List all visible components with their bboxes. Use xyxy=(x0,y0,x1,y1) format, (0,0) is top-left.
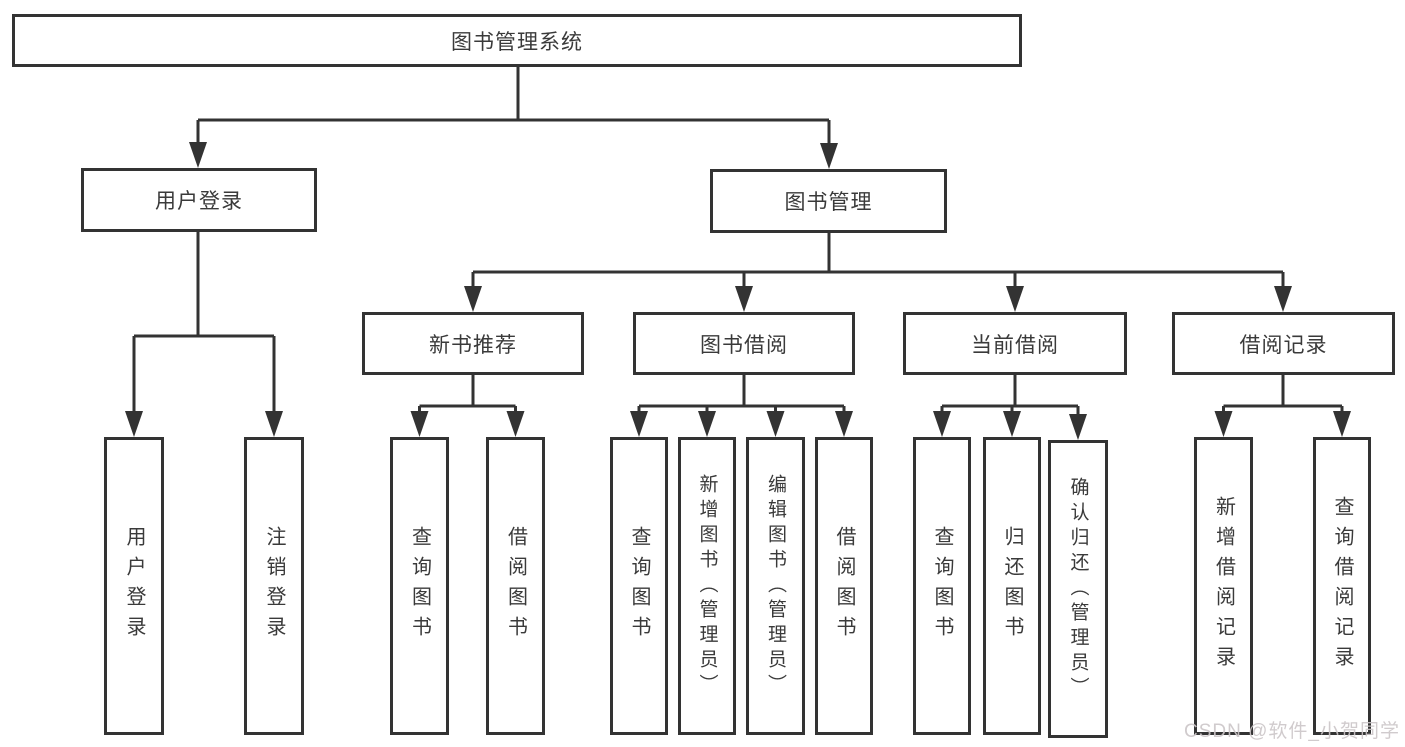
node-leaf-query-borrow-record-label: 查询借阅记录 xyxy=(1331,496,1353,676)
node-user-login-label: 用户登录 xyxy=(155,190,243,213)
node-current-borrow-label: 当前借阅 xyxy=(971,333,1059,357)
node-leaf-borrow-books-recommend-label: 借阅图书 xyxy=(504,526,527,646)
node-leaf-add-borrow-record: 新增借阅记录 xyxy=(1194,437,1253,735)
node-leaf-edit-book-admin-label: 编辑图书（管理员） xyxy=(765,473,786,699)
node-leaf-query-books-recommend-label: 查询图书 xyxy=(408,526,431,646)
node-leaf-edit-book-admin: 编辑图书（管理员） xyxy=(746,437,805,735)
watermark: CSDN @软件_小贺同学 xyxy=(1184,721,1400,742)
node-borrow-records-label: 借阅记录 xyxy=(1239,333,1328,357)
node-leaf-return-book-label: 归还图书 xyxy=(1001,526,1023,646)
node-book-management: 图书管理 xyxy=(710,169,947,233)
node-leaf-confirm-return-admin-label: 确认归还（管理员） xyxy=(1067,476,1089,702)
node-leaf-add-book-admin: 新增图书（管理员） xyxy=(678,437,736,735)
node-leaf-return-book: 归还图书 xyxy=(983,437,1041,735)
node-leaf-query-books-current-label: 查询图书 xyxy=(931,526,953,646)
node-leaf-logout: 注销登录 xyxy=(244,437,304,735)
node-leaf-confirm-return-admin: 确认归还（管理员） xyxy=(1048,440,1108,738)
node-leaf-add-borrow-record-label: 新增借阅记录 xyxy=(1212,496,1235,676)
node-leaf-logout-label: 注销登录 xyxy=(263,526,285,646)
node-leaf-query-borrow-record: 查询借阅记录 xyxy=(1313,437,1371,735)
node-root: 图书管理系统 xyxy=(12,14,1022,67)
node-book-borrow: 图书借阅 xyxy=(633,312,855,375)
node-user-login: 用户登录 xyxy=(81,168,317,232)
node-leaf-user-login: 用户登录 xyxy=(104,437,164,735)
node-current-borrow: 当前借阅 xyxy=(903,312,1127,375)
node-leaf-query-books-recommend: 查询图书 xyxy=(390,437,449,735)
node-book-borrow-label: 图书借阅 xyxy=(700,333,788,357)
node-new-book-recommend: 新书推荐 xyxy=(362,312,584,375)
node-leaf-borrow-books: 借阅图书 xyxy=(815,437,873,735)
node-leaf-add-book-admin-label: 新增图书（管理员） xyxy=(696,473,718,699)
node-leaf-query-books-borrow-label: 查询图书 xyxy=(628,526,650,646)
node-leaf-user-login-label: 用户登录 xyxy=(123,526,145,646)
node-leaf-query-books-borrow: 查询图书 xyxy=(610,437,668,735)
node-root-label: 图书管理系统 xyxy=(451,30,583,54)
node-book-management-label: 图书管理 xyxy=(784,191,873,214)
node-leaf-query-books-current: 查询图书 xyxy=(913,437,971,735)
node-borrow-records: 借阅记录 xyxy=(1172,312,1395,375)
node-leaf-borrow-books-label: 借阅图书 xyxy=(833,526,855,646)
node-new-book-recommend-label: 新书推荐 xyxy=(429,333,517,357)
node-leaf-borrow-books-recommend: 借阅图书 xyxy=(486,437,545,735)
